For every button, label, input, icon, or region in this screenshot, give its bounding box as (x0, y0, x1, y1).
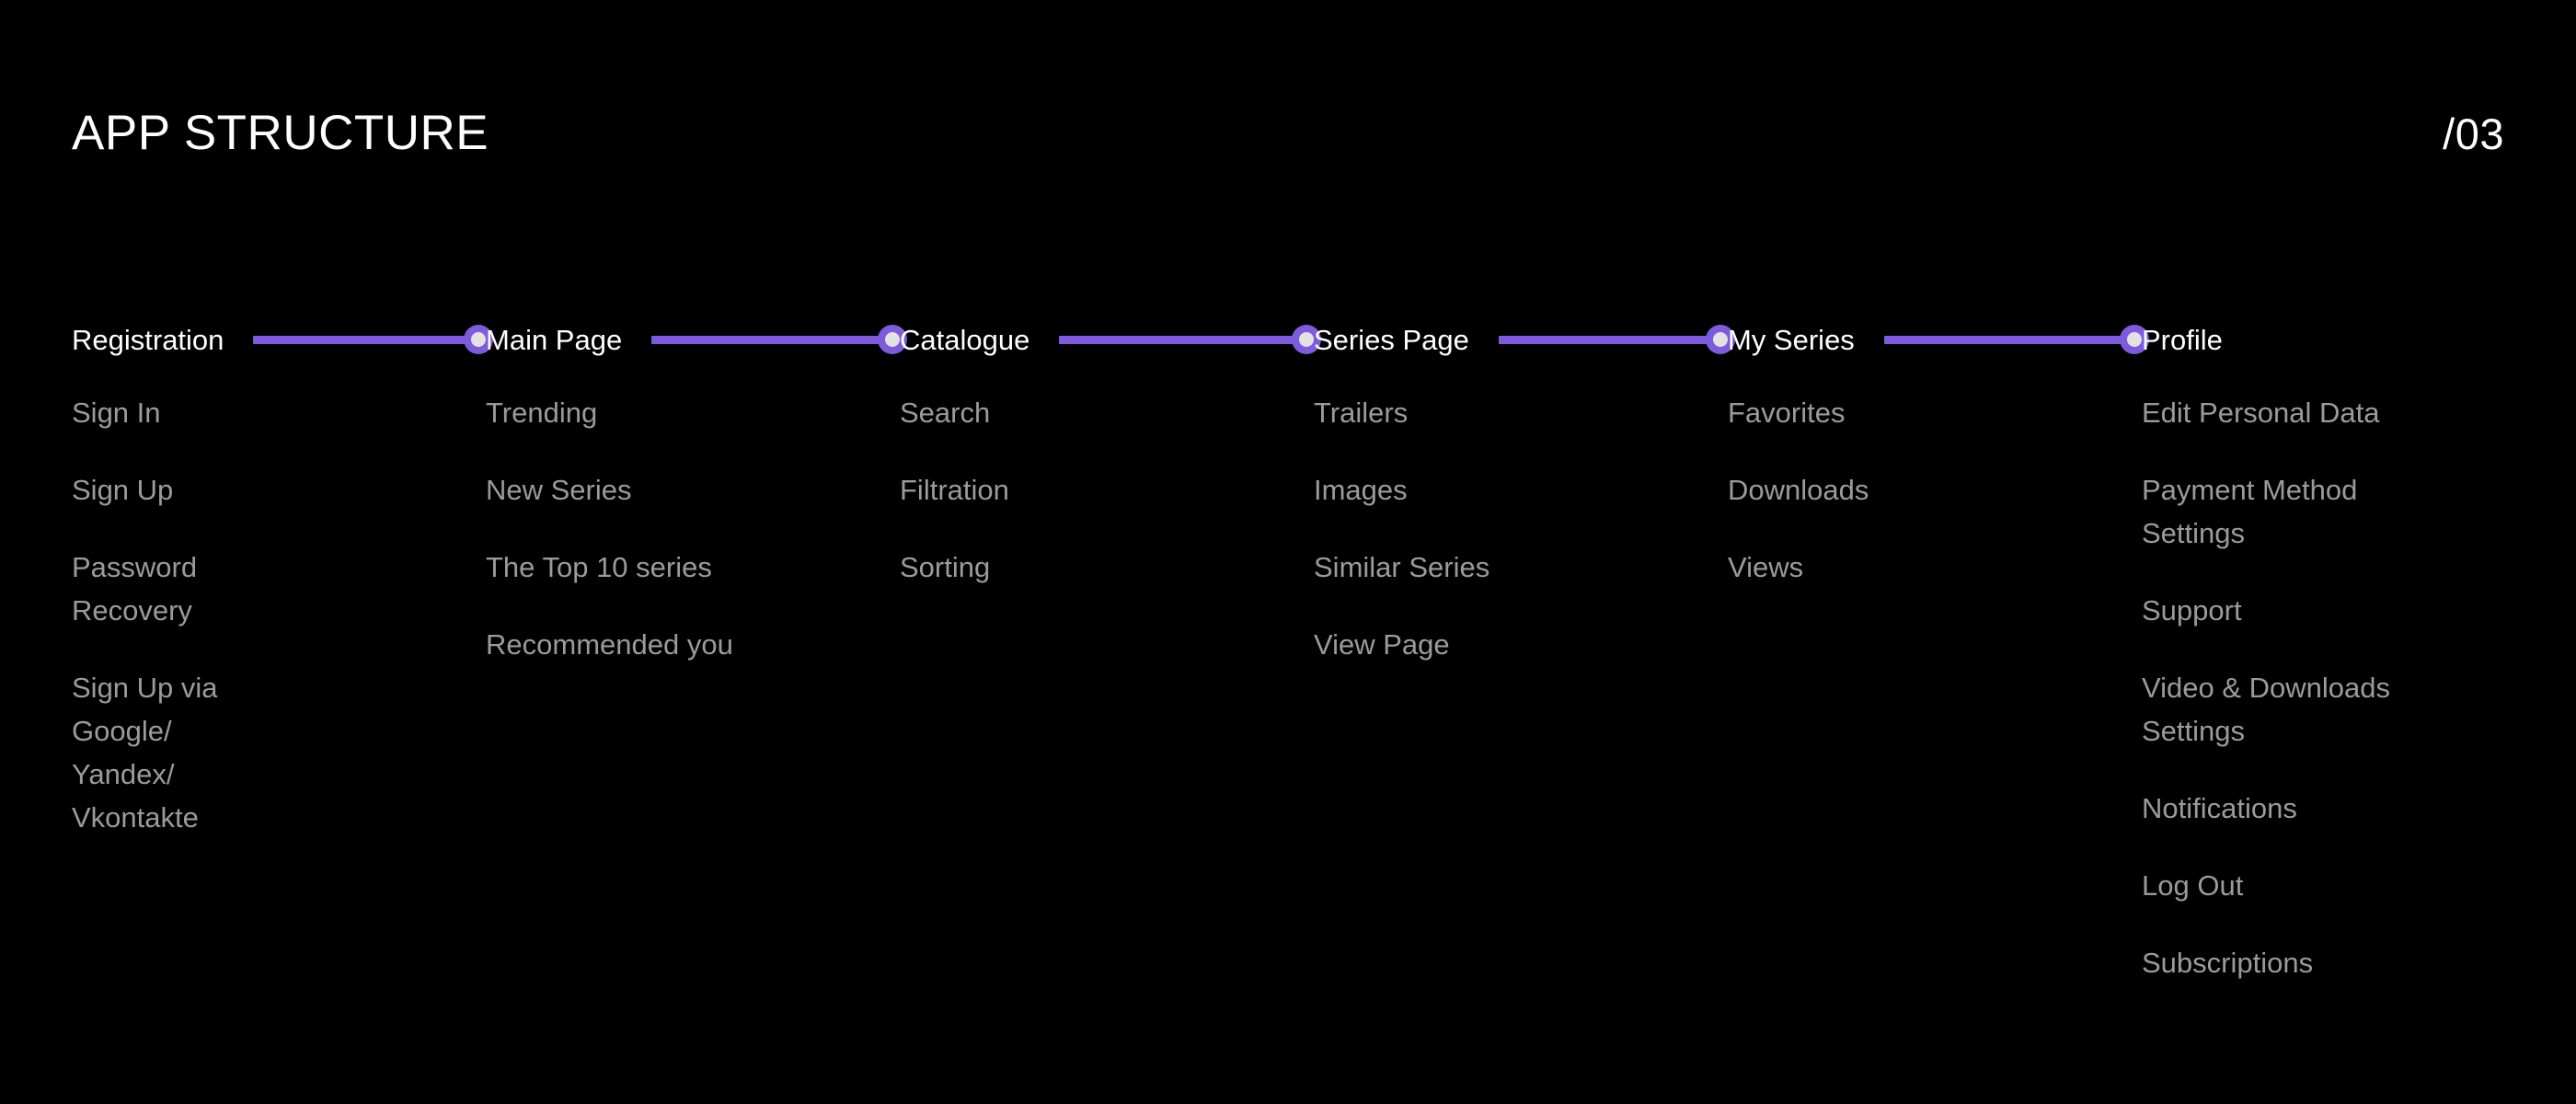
flow-connector-icon (1877, 324, 2149, 355)
list-item[interactable]: Payment Method Settings (2142, 474, 2358, 549)
column-title[interactable]: Catalogue (900, 323, 1030, 356)
list-item[interactable]: View Page (1314, 628, 1450, 661)
connector-line-icon (253, 335, 469, 344)
column-header: Registration (72, 317, 493, 362)
column-header: Profile (2142, 317, 2556, 362)
column-title[interactable]: Profile (2142, 323, 2223, 356)
connector-line-icon (651, 335, 883, 344)
list-item[interactable]: Downloads (1728, 474, 1869, 506)
page-number: /03 (2443, 109, 2504, 158)
list-item[interactable]: Sign Up (72, 474, 174, 506)
column-header: My Series (1728, 317, 2149, 362)
connector-line-icon (1498, 335, 1711, 344)
list-item[interactable]: Password Recovery (72, 551, 198, 627)
flow-connector-icon (1491, 324, 1735, 355)
list-item[interactable]: Notifications (2142, 792, 2297, 824)
column-header: Series Page (1314, 317, 1735, 362)
list-item[interactable]: Sign Up via Google/ Yandex/ Vkontakte (72, 672, 218, 834)
list-item[interactable]: New Series (486, 474, 632, 506)
column-header: Main Page (486, 317, 907, 362)
flow-connector-icon (246, 324, 493, 355)
page-title: APP STRUCTURE (72, 106, 489, 160)
connector-dot-icon (2120, 325, 2149, 354)
flow-connector-icon (644, 324, 907, 355)
connector-line-icon (1883, 335, 2125, 344)
list-item[interactable]: Trending (486, 397, 598, 429)
list-item[interactable]: Trailers (1314, 397, 1409, 429)
list-item[interactable]: Views (1728, 551, 1804, 583)
list-item[interactable]: Support (2142, 594, 2242, 627)
column-header: Catalogue (900, 317, 1321, 362)
column-title[interactable]: My Series (1728, 323, 1855, 356)
list-item[interactable]: Filtration (900, 474, 1009, 506)
list-item[interactable]: Search (900, 397, 991, 429)
column-title[interactable]: Registration (72, 323, 224, 356)
list-item[interactable]: Sorting (900, 551, 991, 583)
list-item[interactable]: Images (1314, 474, 1408, 506)
connector-dot-icon (1706, 325, 1735, 354)
column-title[interactable]: Series Page (1314, 323, 1469, 356)
list-item[interactable]: Video & Downloads Settings (2142, 672, 2390, 747)
list-item[interactable]: The Top 10 series (486, 551, 712, 583)
list-item[interactable]: Favorites (1728, 397, 1846, 429)
column-title[interactable]: Main Page (486, 323, 623, 356)
list-item[interactable]: Log Out (2142, 869, 2244, 902)
list-item[interactable]: Similar Series (1314, 551, 1490, 583)
list-item[interactable]: Subscriptions (2142, 947, 2314, 979)
slide-header: APP STRUCTURE /03 (72, 109, 2504, 157)
connector-dot-icon (464, 325, 493, 354)
list-item[interactable]: Sign In (72, 397, 161, 429)
list-item[interactable]: Edit Personal Data (2142, 397, 2380, 429)
list-item[interactable]: Recommended you (486, 628, 733, 661)
connector-line-icon (1059, 335, 1297, 344)
flow-connector-icon (1052, 324, 1321, 355)
connector-dot-icon (878, 325, 907, 354)
connector-dot-icon (1292, 325, 1321, 354)
